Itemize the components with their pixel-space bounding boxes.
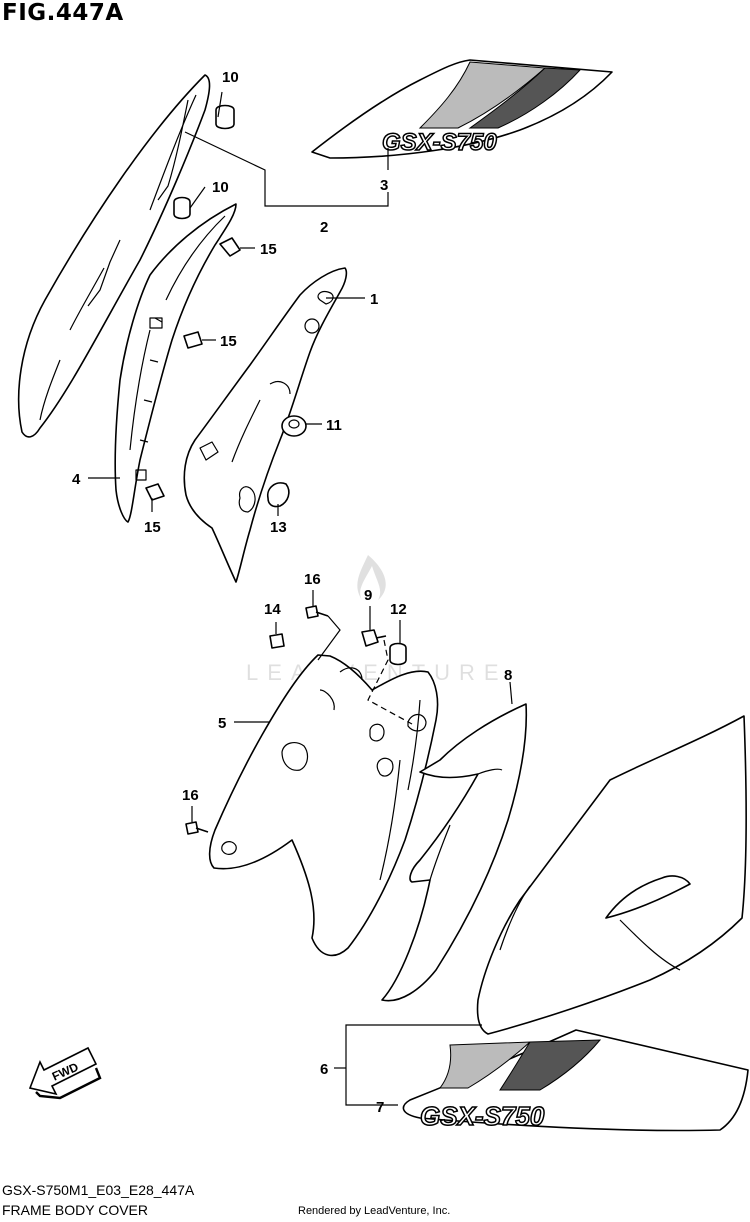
label-16b: 16 — [182, 787, 199, 804]
figure-subtitle: FRAME BODY COVER — [2, 1202, 148, 1218]
label-15b: 15 — [220, 333, 237, 350]
watermark-text: LEADVENTURE — [246, 660, 508, 685]
clip-15a — [219, 237, 241, 257]
label-1: 1 — [370, 291, 378, 308]
part-3-upper-decal: GSX-S750 — [311, 59, 613, 159]
part-1-center-cover — [183, 267, 348, 583]
part-number-labels: 10 10 3 2 15 1 15 11 4 15 13 16 14 9 12 … — [72, 69, 512, 1116]
watermark: LEADVENTURE — [246, 555, 508, 685]
label-14: 14 — [264, 601, 281, 618]
screw-16b — [185, 821, 209, 835]
part-7-lower-decal: GSX-S750 — [402, 1029, 749, 1132]
part-2-upper-cover — [17, 74, 211, 438]
label-15a: 15 — [260, 241, 277, 258]
label-3: 3 — [380, 177, 388, 194]
part-4-inner-panel — [114, 203, 237, 523]
bolt-9 — [361, 629, 387, 647]
label-6: 6 — [320, 1061, 328, 1078]
figure-title: FIG.447A — [2, 0, 124, 26]
label-10a: 10 — [222, 69, 239, 86]
label-8: 8 — [504, 667, 512, 684]
fwd-arrow: FWD — [28, 1046, 102, 1100]
grommet-10b — [173, 196, 191, 220]
label-7: 7 — [376, 1099, 384, 1116]
label-12: 12 — [390, 601, 407, 618]
part-5-lower-cover — [208, 654, 439, 957]
render-credit: Rendered by LeadVenture, Inc. — [298, 1205, 451, 1217]
label-2: 2 — [320, 219, 328, 236]
label-5: 5 — [218, 715, 226, 732]
clip-15b — [183, 331, 203, 349]
figure-code: GSX-S750M1_E03_E28_447A — [2, 1182, 195, 1198]
part-6-large-side-cover — [476, 715, 747, 1035]
label-11: 11 — [326, 417, 342, 434]
label-13: 13 — [270, 519, 287, 536]
grommet-11 — [281, 415, 307, 437]
lower-decal-text: GSX-S750 — [420, 1101, 545, 1131]
cap-13 — [266, 482, 290, 508]
label-4: 4 — [72, 471, 81, 488]
label-16a: 16 — [304, 571, 321, 588]
small-parts — [145, 104, 407, 835]
screw-16a — [305, 605, 329, 619]
grommet-12 — [389, 642, 407, 666]
label-9: 9 — [364, 587, 372, 604]
grommet-10a — [215, 104, 235, 130]
clip-15c — [145, 483, 165, 501]
part-14 — [269, 633, 285, 649]
leader-lines — [88, 91, 513, 1106]
part-8-side-panel — [381, 703, 528, 1002]
upper-decal-text: GSX-S750 — [382, 129, 497, 156]
label-10b: 10 — [212, 179, 229, 196]
label-15c: 15 — [144, 519, 161, 536]
